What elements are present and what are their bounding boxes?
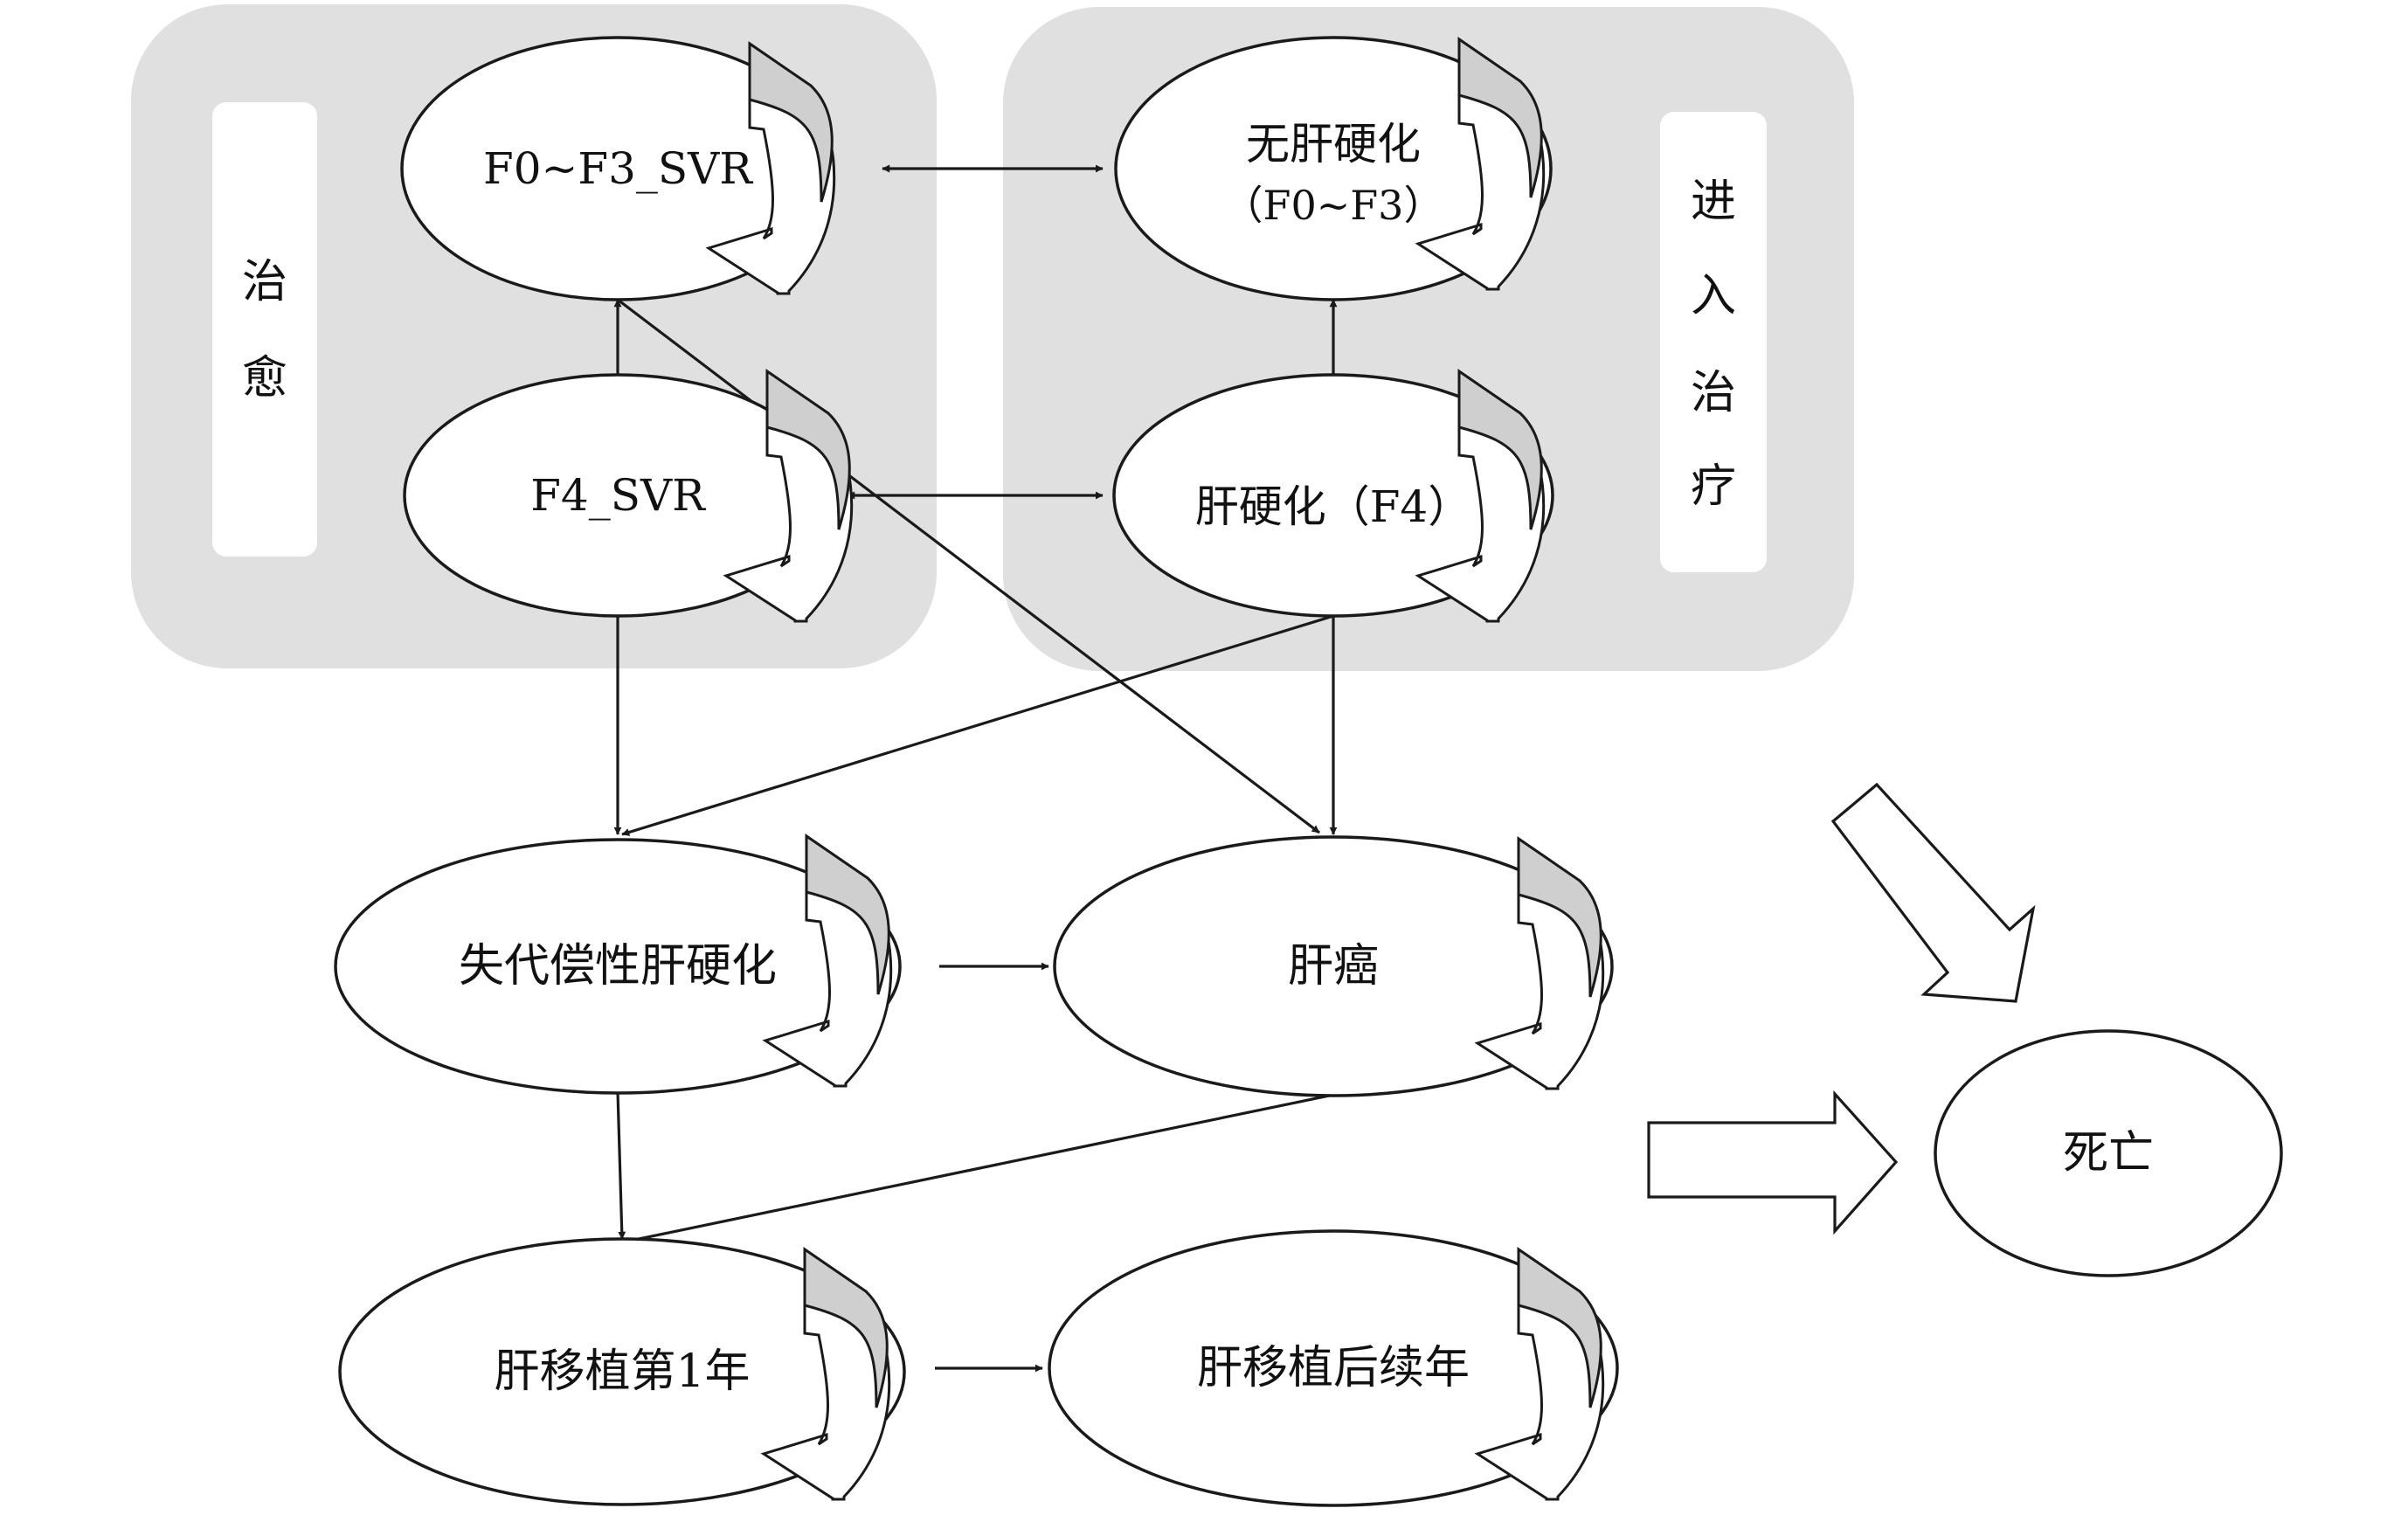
node-transplant-later: 肝移植后续年 [1048,1229,1619,1507]
node-hcc-shape [1053,835,1614,1097]
node-death: 死亡 [1934,1029,2283,1277]
self-loop-arrow [1415,369,1546,623]
node-cirrhosis-label: 肝硬化（F4） [1195,481,1472,532]
node-decompensated-label: 失代偿性肝硬化 [459,940,777,993]
node-f4-svr: F4_SVR [403,369,854,623]
edge-hcc-transplant-y1 [621,1093,1334,1245]
group-cured-label-char: 治 [242,256,287,308]
self-loop-band [805,834,890,995]
self-loop-arrow [723,369,854,623]
node-no-cirrhosis-label-line1: 无肝硬化 [1246,119,1421,169]
node-transplant-y1-shape [338,1237,906,1506]
node-no-cirrhosis-shape [1114,36,1553,301]
self-loop-band [748,41,834,203]
self-loop-band [1517,836,1602,998]
group-treatment-label-char: 疗 [1691,460,1736,513]
self-loop-band [1457,369,1543,530]
node-f0f3-svr-label: F0~F3_SVR [483,143,753,194]
death-arrow-horizontal [1647,1090,1899,1235]
self-loop-arrow [1474,1247,1605,1501]
node-transplant-y1: 肝移植第1年 [338,1237,906,1506]
edge-decompensated-transplant-y1 [616,1091,626,1240]
self-loop-band [1457,37,1543,198]
node-hcc: 肝癌 [1053,835,1614,1097]
self-loop-arrow [1474,836,1605,1090]
group-cured-label-char: 愈 [242,352,287,405]
node-cirrhosis: 肝硬化（F4） [1112,369,1554,623]
death-arrow-diagonal [1830,782,2036,1003]
self-loop-arrow [760,1247,891,1501]
group-treatment-label-panel [1660,112,1767,572]
death-arrows [1647,782,2036,1235]
node-f4-svr-label: F4_SVR [530,470,706,521]
edge-cirrhosis-decompensated [621,614,1334,836]
node-transplant-y1-label: 肝移植第1年 [494,1346,750,1398]
group-treatment-label-char: 治 [1691,367,1736,419]
edge-f0f3svr-hcc [617,298,1320,834]
node-transplant-later-shape [1048,1229,1619,1507]
node-no-cirrhosis-label-line2: （F0~F3） [1223,182,1444,229]
node-transplant-later-label: 肝移植后续年 [1197,1342,1470,1394]
node-hcc-label: 肝癌 [1288,940,1379,993]
self-loop-band [1517,1247,1602,1408]
self-loop-band [765,369,851,530]
self-loop-arrow [1415,37,1546,291]
node-no-cirrhosis: 无肝硬化 （F0~F3） [1114,36,1553,301]
node-f0f3-svr: F0~F3_SVR [400,36,836,301]
node-cirrhosis-shape [1112,373,1554,618]
node-death-label: 死亡 [2063,1127,2154,1180]
node-death-shape [1934,1029,2283,1277]
self-loop-arrow [705,41,836,295]
self-loop-arrow [762,834,893,1088]
group-treatment-label-char: 入 [1691,270,1736,322]
group-treatment-label-char: 进 [1691,176,1736,228]
self-loop-band [803,1247,889,1408]
node-decompensated: 失代偿性肝硬化 [334,834,902,1095]
node-decompensated-shape [334,838,902,1095]
group-cured-label-panel [212,102,317,557]
